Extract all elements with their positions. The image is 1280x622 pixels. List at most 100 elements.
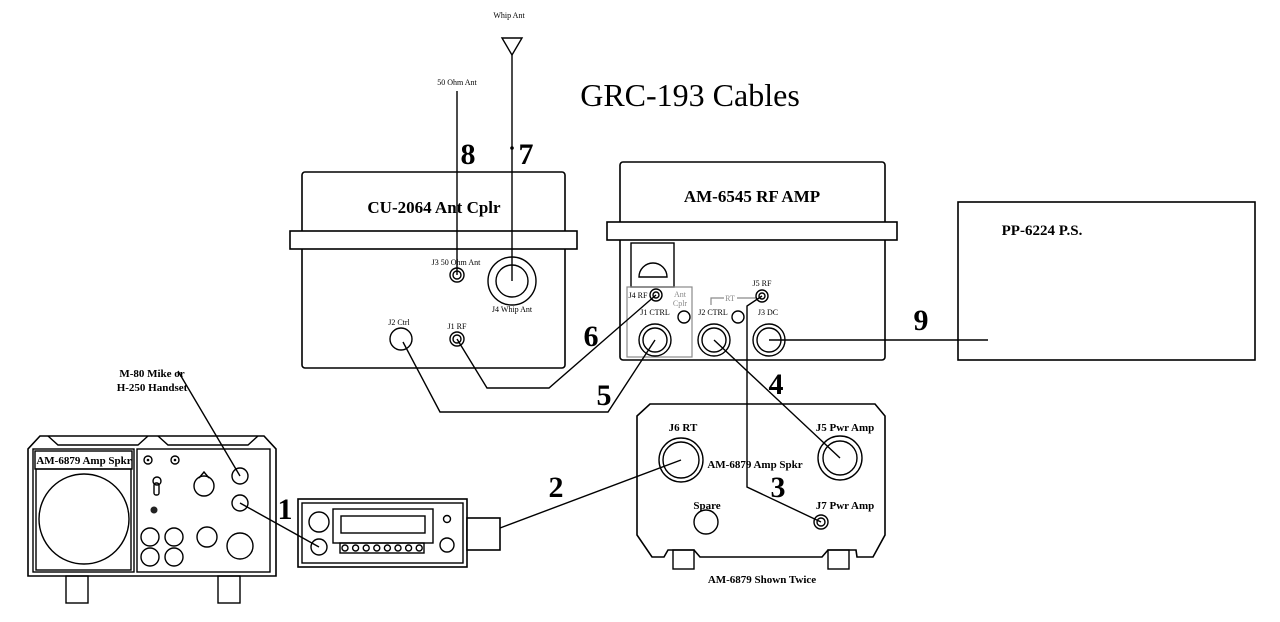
rear-device-name: AM-6879 Amp Spkr bbox=[707, 459, 802, 471]
speaker-frame bbox=[35, 468, 132, 571]
button-row bbox=[339, 542, 425, 554]
handset-unit-plug bbox=[466, 517, 501, 551]
rear-j7-connector[interactable] bbox=[813, 514, 829, 530]
cu-j1-connector[interactable] bbox=[449, 331, 465, 347]
front-foot-left bbox=[65, 575, 89, 604]
handset-jack[interactable] bbox=[310, 538, 328, 556]
am-6545-rf-amp: AM-6545 RF AMP J4 RF Ant Cplr J1 CTRL J2… bbox=[606, 161, 898, 361]
cu-j2-label: J2 Ctrl bbox=[388, 318, 410, 327]
cable-number-3: 3 bbox=[771, 471, 786, 504]
keypad-button[interactable] bbox=[394, 544, 402, 552]
rear-j6-connector[interactable] bbox=[658, 437, 704, 483]
am-6545-rail bbox=[606, 221, 898, 241]
handset-knob[interactable] bbox=[308, 511, 330, 533]
shown-twice-caption: AM-6879 Shown Twice bbox=[708, 574, 816, 586]
cu-j4-label: J4 Whip Ant bbox=[492, 305, 533, 314]
am-6879-front-panel: AM-6879 Amp Spkr bbox=[27, 435, 277, 604]
cable-2[interactable] bbox=[499, 459, 682, 529]
cu-2064-rail bbox=[289, 230, 578, 250]
amp-j2-label: J2 CTRL bbox=[698, 308, 728, 317]
rt-label: RT bbox=[725, 294, 735, 303]
keypad-button[interactable] bbox=[415, 544, 423, 552]
amp-j5-connector[interactable] bbox=[755, 289, 769, 303]
am-6545-name: AM-6545 RF AMP bbox=[684, 187, 820, 206]
cable-number-8: 8 bbox=[461, 138, 476, 171]
front-device-name: AM-6879 Amp Spkr bbox=[36, 455, 131, 467]
amp-j4-connector-inner bbox=[652, 291, 660, 299]
amp-j4-connector[interactable] bbox=[649, 288, 663, 302]
large-control-knob[interactable] bbox=[226, 532, 254, 560]
control-knob[interactable] bbox=[196, 526, 218, 548]
handset-cable[interactable] bbox=[177, 370, 241, 477]
handset-unit-inner bbox=[301, 502, 464, 564]
control-knob[interactable] bbox=[164, 547, 184, 567]
whip-antenna: Whip Ant bbox=[493, 11, 525, 57]
keypad-button[interactable] bbox=[404, 544, 413, 552]
display-screen bbox=[340, 515, 426, 534]
front-top-handles bbox=[47, 435, 259, 446]
amp-j1-connector[interactable] bbox=[638, 323, 672, 357]
keypad-buttons bbox=[341, 544, 423, 552]
keypad-button[interactable] bbox=[373, 544, 381, 552]
pp-6224-power-supply: PP-6224 P.S. bbox=[957, 201, 1256, 361]
pp-6224-body bbox=[957, 201, 1256, 361]
control-knob[interactable] bbox=[140, 547, 160, 567]
cable-number-9: 9 bbox=[914, 304, 929, 337]
control-knob[interactable] bbox=[140, 527, 160, 547]
cable-6[interactable] bbox=[456, 294, 657, 389]
control-panel bbox=[136, 448, 271, 573]
cu-j2-connector[interactable] bbox=[389, 327, 413, 351]
keypad-button[interactable] bbox=[383, 544, 392, 552]
rear-j7-label: J7 Pwr Amp bbox=[816, 500, 874, 512]
antenna-icon bbox=[500, 37, 524, 57]
cable-number-5: 5 bbox=[597, 379, 612, 412]
handset-label-line2: H-250 Handset bbox=[117, 382, 188, 394]
whip-antenna-label: Whip Ant bbox=[493, 11, 525, 20]
cable-number-4: 4 bbox=[769, 368, 784, 401]
amp-j5-connector-inner bbox=[758, 292, 766, 300]
rear-j7-connector-inner bbox=[816, 517, 826, 527]
rear-foot-right bbox=[827, 549, 850, 570]
keypad-button[interactable] bbox=[341, 544, 349, 552]
rear-spare-label: Spare bbox=[693, 500, 720, 512]
cable-number-6: 6 bbox=[584, 320, 599, 353]
cable-4[interactable] bbox=[713, 339, 841, 459]
amp-j4-label: J4 RF bbox=[629, 291, 648, 300]
rear-spare-connector[interactable] bbox=[693, 509, 719, 535]
ant-cplr-label-1: Ant bbox=[674, 290, 687, 299]
handset-label-line1: M-80 Mike or bbox=[119, 368, 184, 380]
cu-2064-name: CU-2064 Ant Cplr bbox=[367, 198, 501, 217]
cable-5[interactable] bbox=[402, 339, 656, 413]
amp-j5-label: J5 RF bbox=[753, 279, 772, 288]
rear-j5-connector[interactable] bbox=[817, 435, 863, 481]
ant-cplr-label-2: Cplr bbox=[673, 299, 688, 308]
cu-2064-antenna-coupler: CU-2064 Ant Cplr J3 50 Ohm Ant J4 Whip A… bbox=[289, 171, 578, 369]
handset-knob-2[interactable] bbox=[439, 537, 455, 553]
fifty-ohm-antenna-label: 50 Ohm Ant bbox=[437, 78, 477, 87]
screw-icon bbox=[170, 455, 180, 465]
amp-j3-label: J3 DC bbox=[758, 308, 778, 317]
speaker-panel bbox=[32, 448, 135, 573]
diagram-title: GRC-193 Cables bbox=[580, 77, 800, 113]
cable-3[interactable] bbox=[746, 295, 822, 523]
speaker-icon bbox=[38, 473, 130, 565]
ant-cplr-group-box bbox=[626, 286, 693, 358]
cable-7-dot bbox=[510, 146, 514, 150]
control-knob[interactable] bbox=[164, 527, 184, 547]
mic-jack[interactable] bbox=[231, 467, 249, 485]
handset-led bbox=[442, 514, 452, 524]
volume-knob[interactable] bbox=[193, 475, 215, 497]
amp-j1-label: J1 CTRL bbox=[640, 308, 670, 317]
keypad-button[interactable] bbox=[362, 544, 370, 552]
toggle-switch-icon[interactable] bbox=[152, 476, 162, 496]
cable-number-7: 7 bbox=[519, 138, 534, 171]
cable-1[interactable] bbox=[239, 502, 320, 548]
pp-6224-name: PP-6224 P.S. bbox=[1002, 223, 1083, 239]
amp-indicator bbox=[677, 310, 691, 324]
audio-jack[interactable] bbox=[231, 494, 249, 512]
screw-icon bbox=[143, 455, 153, 465]
amp-j2-connector[interactable] bbox=[697, 323, 731, 357]
cable-number-1: 1 bbox=[278, 493, 293, 526]
keypad-button[interactable] bbox=[351, 544, 360, 552]
